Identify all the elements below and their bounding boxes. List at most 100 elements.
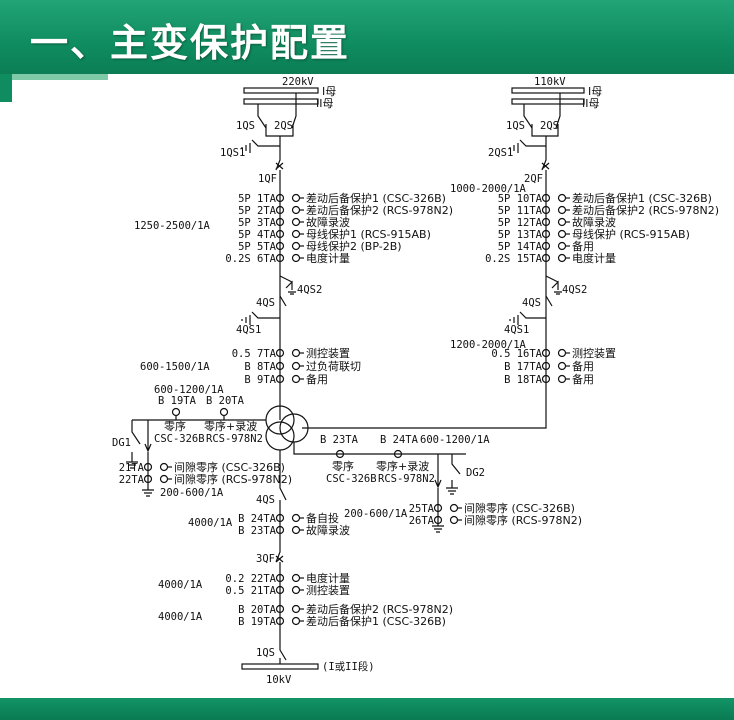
ct-coil-symbol (275, 585, 285, 595)
hv-gap-arrow (144, 420, 152, 453)
ct-coil-symbol (541, 193, 551, 203)
hv-neutral-dg1-label: DG1 (112, 437, 131, 449)
right-1qs-label: 1QS (506, 120, 525, 132)
right-earth-switch-2qs1 (509, 136, 547, 153)
ct-coil-symbol (291, 361, 301, 371)
ct-id-label: B 19TA (238, 616, 277, 628)
hv-gap-ground (142, 452, 154, 497)
ct-function-label: 备用 (306, 372, 328, 386)
ct-function-label: 差动后备保护1 (CSC-326B) (306, 191, 446, 205)
ct-coil-symbol (449, 503, 459, 513)
ct-coil-symbol (291, 513, 301, 523)
left-4qs1-label: 4QS1 (236, 324, 261, 336)
ct-id-label: B 9TA (244, 374, 276, 386)
ct-id-label: 0.2S 15TA (485, 253, 543, 265)
left-bus-2 (243, 98, 319, 105)
mv-neutral: B 23TA B 24TA 600-1200/1A 零序 零序+录波 CSC-3… (293, 434, 490, 495)
ct-coil-symbol (291, 193, 301, 203)
right-earth-switch-4qs2 (545, 275, 562, 295)
footer-bar (0, 698, 734, 720)
mv-neutral-label1: 零序 (332, 459, 354, 473)
ct-coil-symbol (449, 515, 459, 525)
ct-coil-symbol (557, 205, 567, 215)
lv-voltage-label: 10kV (266, 674, 292, 686)
ct-coil-symbol (291, 348, 301, 358)
ct-coil-symbol (541, 348, 551, 358)
ct-coil-symbol (291, 253, 301, 263)
left-bus-1-label: I母 (322, 85, 336, 98)
ct-id-label: B 20TA (238, 604, 277, 616)
ct-coil-symbol (275, 513, 285, 523)
ct-coil-symbol (275, 205, 285, 215)
ct-id-label: 0.2 22TA (225, 573, 276, 585)
ct-coil-symbol (541, 229, 551, 239)
ct-coil-symbol (275, 616, 285, 626)
ct-coil-symbol (557, 193, 567, 203)
ct-id-label: 0.2S 6TA (225, 253, 276, 265)
ct-id-label: B 17TA (504, 361, 543, 373)
hv-neutral-dev1: CSC-326B (154, 433, 205, 445)
left-bus-1 (243, 87, 319, 94)
ct-coil-symbol (291, 573, 301, 583)
ct-function-label: 间隙零序 (CSC-326B) (464, 501, 575, 515)
right-isolator-1qs (523, 104, 559, 137)
mv-neutral-ct1-symbol (335, 449, 345, 459)
ct-function-label: 母线保护1 (RCS-915AB) (306, 227, 431, 241)
right-voltage-label: 110kV (534, 76, 566, 88)
ct-id-label: 5P 4TA (238, 229, 277, 241)
left-earth-switch-4qs2 (279, 275, 296, 295)
lv-ratio-3: 4000/1A (158, 611, 203, 623)
mv-neutral-ct2: B 24TA (380, 434, 419, 446)
ct-id-label: 26TA (409, 515, 435, 527)
lv-bus (241, 663, 319, 670)
ct-coil-symbol (291, 229, 301, 239)
left-ct-ratio: 1250-2500/1A (134, 220, 211, 232)
mv-neutral-dg2-switch (446, 454, 461, 495)
mv-neutral-line (293, 442, 466, 455)
ct-function-label: 差动后备保护1 (CSC-326B) (572, 191, 712, 205)
ct-function-label: 备自投 (306, 511, 339, 525)
ct-coil-symbol (275, 374, 285, 384)
right-ct-row: B 17TA 备用 (504, 359, 594, 373)
right-4qs1-label: 4QS1 (504, 324, 529, 336)
header-banner: 一、主变保护配置 (0, 0, 734, 102)
ct-function-label: 测控装置 (572, 346, 616, 360)
ct-function-label: 备用 (572, 359, 594, 373)
left-1qs1-label: 1QS1 (220, 147, 245, 159)
ct-function-label: 备用 (572, 239, 594, 253)
left-2qs-label: 2QS (274, 120, 293, 132)
mv-neutral-dg2-label: DG2 (466, 467, 485, 479)
left-ct-row: 5P 4TA 母线保护1 (RCS-915AB) (238, 227, 431, 241)
left-1qs-label: 1QS (236, 120, 255, 132)
header-divider (108, 74, 734, 82)
ct-function-label: 电度计量 (306, 251, 350, 265)
ct-coil-symbol (275, 525, 285, 535)
lv-ratio-2: 4000/1A (158, 579, 203, 591)
left-earth-switch-1qs1 (241, 136, 281, 153)
right-isolator-4qs (545, 295, 553, 307)
right-earth-switch-4qs1 (509, 311, 546, 325)
ct-function-label: 测控装置 (306, 583, 350, 597)
right-ct-ratio-2: 1200-2000/1A (450, 339, 527, 351)
ct-function-label: 间隙零序 (RCS-978N2) (464, 513, 582, 527)
ct-function-label: 母线保护2 (BP-2B) (306, 239, 402, 253)
ct-function-label: 差动后备保护2 (RCS-978N2) (306, 203, 453, 217)
right-isolator-2qs (555, 93, 561, 129)
ct-id-label: 5P 10TA (498, 193, 543, 205)
ct-coil-symbol (291, 616, 301, 626)
left-ct-row: B 9TA 备用 (244, 372, 328, 386)
ct-id-label: 5P 13TA (498, 229, 543, 241)
ct-function-label: 测控装置 (306, 346, 350, 360)
ct-id-label: B 8TA (244, 361, 276, 373)
